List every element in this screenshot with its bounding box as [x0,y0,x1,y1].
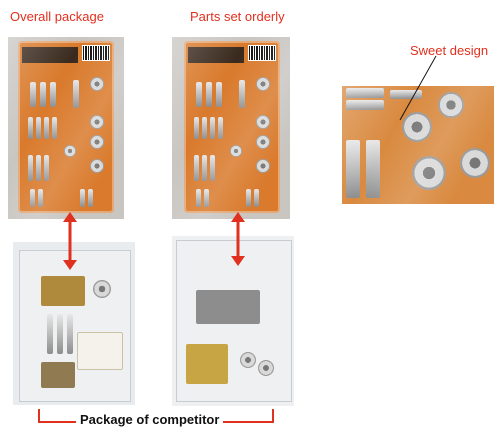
nut [256,135,270,149]
bolt [346,88,384,98]
parts-pile [41,276,85,306]
nut [90,77,104,91]
bolt [28,117,33,139]
parts-set-orderly-photo [172,37,290,219]
nut [90,159,104,173]
bolt [246,189,251,207]
bolt [40,82,46,107]
nut [460,148,490,178]
closeup-photo [342,86,494,204]
pointer-line [399,55,437,121]
bolt [28,155,33,181]
bolt [239,80,245,108]
bolt [50,82,56,107]
parts-pile [41,362,75,388]
double-headed-arrow-icon [63,212,77,270]
nut [256,77,270,91]
brand-strip [22,47,78,63]
bolt [196,189,201,207]
bolt [366,140,380,198]
bolt [204,189,209,207]
bolt [73,80,79,108]
bolt [346,140,360,198]
bolt [57,314,63,354]
bolt [202,155,207,181]
bolt [216,82,222,107]
bolt [390,90,422,99]
bolt [202,117,207,139]
nut [412,156,446,190]
bolt [210,117,215,139]
product-label [77,332,123,370]
nut [256,159,270,173]
blister-shine [172,37,290,219]
nut [240,352,256,368]
blister-shine [342,86,494,204]
label-overall-package: Overall package [10,9,104,24]
bolt [206,82,212,107]
double-headed-arrow-icon [231,212,245,266]
nut [90,115,104,129]
competitor-package-photo-2 [172,236,294,406]
overall-package-photo [8,37,124,219]
barcode [82,45,110,61]
nut [93,280,111,298]
clear-plastic-box [19,250,131,402]
bolt [30,189,35,207]
nut [64,145,76,157]
barcode [248,45,276,61]
label-parts-set-orderly: Parts set orderly [190,9,285,24]
bolt [36,155,41,181]
bolt [38,189,43,207]
bolt [196,82,202,107]
bolt [254,189,259,207]
bolt [194,117,199,139]
bolt [44,155,49,181]
parts-pile [196,290,260,324]
nut [230,145,242,157]
nut [402,112,432,142]
bolt [52,117,57,139]
bolt [30,82,36,107]
bolt [47,314,53,354]
nut [258,360,274,376]
bolt [88,189,93,207]
blister-shine [8,37,124,219]
bolt [218,117,223,139]
nut [256,115,270,129]
parts-pile [186,344,228,384]
bolt [44,117,49,139]
bolt [210,155,215,181]
bolt [36,117,41,139]
bolt [194,155,199,181]
brand-strip [188,47,244,63]
label-sweet-design: Sweet design [410,43,489,58]
competitor-package-photo-1 [13,242,135,405]
bolt [346,100,384,110]
bolt [67,314,73,354]
nut [438,92,464,118]
bolt [80,189,85,207]
label-package-of-competitor: Package of competitor [76,412,224,427]
nut [90,135,104,149]
